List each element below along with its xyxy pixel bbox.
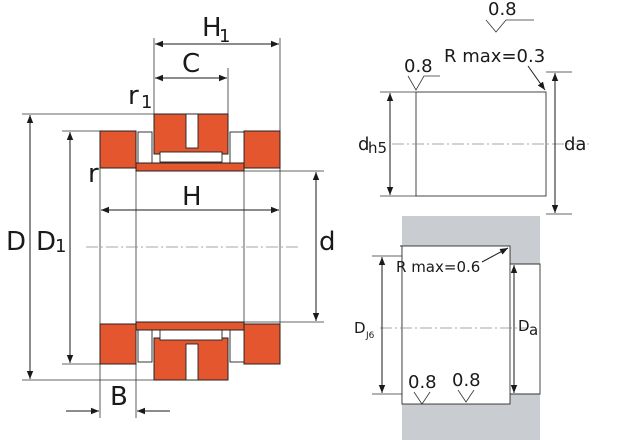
outer-ring-left-bottom bbox=[99, 323, 137, 365]
cage-right-bottom bbox=[229, 327, 245, 363]
rmax-housing-label: R max=0.6 bbox=[396, 258, 480, 276]
needle-roller-top bbox=[159, 151, 223, 163]
needle-roller-bottom bbox=[159, 329, 223, 341]
H-label: H bbox=[182, 182, 202, 212]
d-label: d bbox=[319, 227, 336, 257]
bearing-top-half bbox=[99, 113, 281, 172]
DJ6-sub-label: J6 bbox=[365, 331, 375, 341]
roughness-housing-right: 0.8 bbox=[452, 370, 481, 391]
DJ6-label: D bbox=[354, 319, 366, 337]
r1-sub-label: 1 bbox=[141, 92, 152, 113]
roughness-symbol-housing-right bbox=[457, 389, 475, 403]
rmax-shaft-label: R max=0.3 bbox=[444, 46, 545, 67]
roughness-symbol-housing-left bbox=[413, 391, 431, 405]
roughness-housing-left: 0.8 bbox=[408, 372, 437, 393]
H1-label: H bbox=[202, 13, 222, 43]
rmax-housing-leader bbox=[481, 247, 509, 263]
roughness-shaft-left: 0.8 bbox=[404, 56, 433, 77]
dh5-label: d bbox=[358, 134, 369, 155]
B-label: B bbox=[110, 382, 128, 412]
washer-groove-top bbox=[185, 113, 199, 149]
dh5-sub-label: h5 bbox=[368, 139, 387, 157]
inner-ring-top bbox=[135, 162, 245, 172]
outer-ring-right-top bbox=[243, 130, 281, 169]
outer-ring-right-bottom bbox=[243, 323, 281, 365]
roughness-symbol-left bbox=[407, 75, 440, 91]
Da-sub-label: a bbox=[529, 321, 538, 339]
washer-groove-bottom bbox=[185, 343, 199, 381]
rmax-shaft-leader bbox=[527, 65, 546, 91]
shaft-detail: 0.8 0.8 R max=0.3 d h5 da bbox=[358, 0, 590, 215]
roughness-shaft-top: 0.8 bbox=[488, 0, 517, 20]
bearing-section: H 1 C r 1 r H D D 1 d B bbox=[6, 13, 336, 418]
roughness-symbol-top bbox=[485, 19, 534, 33]
C-label: C bbox=[182, 49, 200, 79]
cage-right-top bbox=[229, 131, 245, 167]
D1-label: D bbox=[36, 227, 56, 257]
Da-label: D bbox=[518, 317, 530, 335]
bore-seat bbox=[401, 245, 511, 405]
r-label: r bbox=[88, 159, 99, 189]
D-label: D bbox=[6, 227, 26, 257]
H1-sub-label: 1 bbox=[219, 26, 230, 47]
r1-label: r bbox=[128, 81, 139, 111]
housing-detail: R max=0.6 D J6 D a 0.8 0.8 bbox=[354, 216, 541, 440]
D1-sub-label: 1 bbox=[55, 236, 66, 257]
da-label: da bbox=[564, 134, 586, 155]
cage-left-bottom bbox=[137, 327, 153, 363]
inner-ring-bottom bbox=[135, 321, 245, 331]
cage-left-top bbox=[137, 131, 153, 167]
bearing-bottom-half bbox=[99, 321, 281, 381]
outer-ring-left-top bbox=[99, 130, 137, 169]
